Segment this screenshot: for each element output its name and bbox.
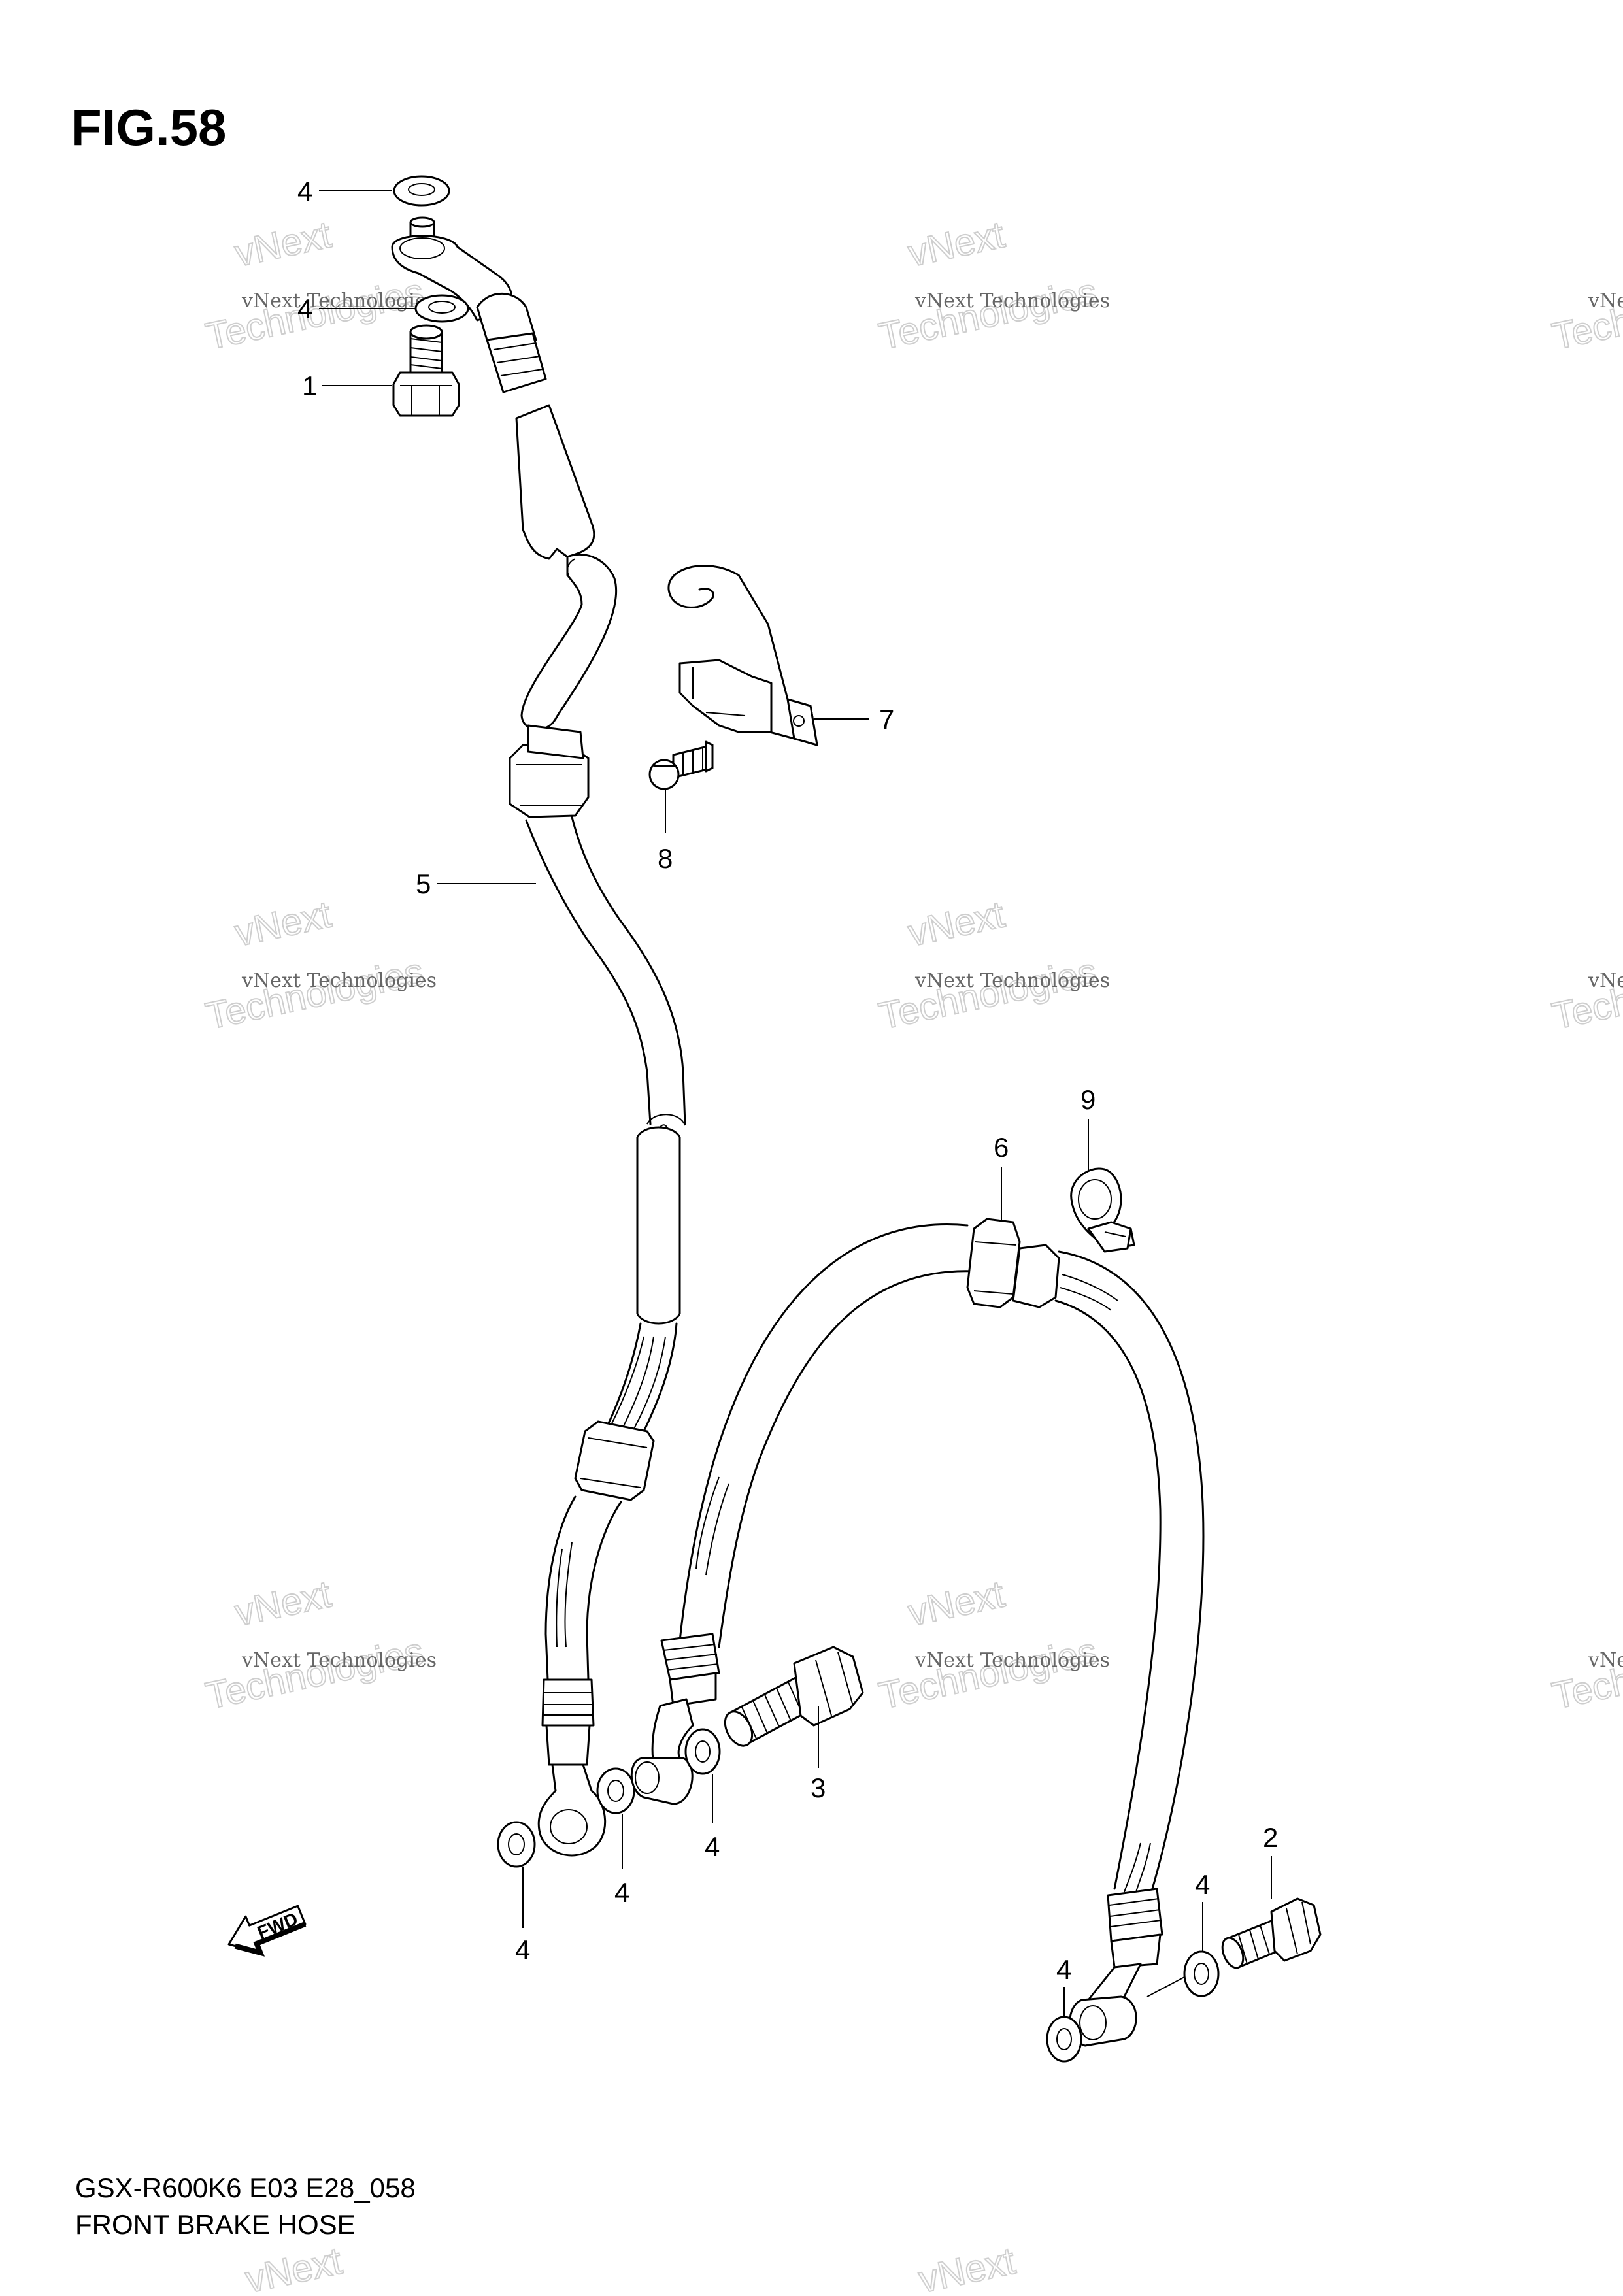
callout-bolt-2: 2 bbox=[1263, 1822, 1278, 1853]
watermark-tile: vNext bbox=[241, 2239, 346, 2296]
figure-caption: FRONT BRAKE HOSE bbox=[75, 2209, 356, 2240]
washer-top bbox=[393, 175, 450, 207]
hose-bracket-7 bbox=[667, 565, 818, 746]
screw-8 bbox=[648, 740, 714, 790]
callout-washer-bolt2: 4 bbox=[1195, 1869, 1210, 1900]
watermark-tile: vNext Technologies vNext Technologies bbox=[875, 1572, 1110, 1718]
washer-bolt2 bbox=[1183, 1950, 1220, 1997]
callout-washer-bolt3: 4 bbox=[705, 1831, 720, 1862]
watermark-small: vNext Technologies bbox=[1588, 1649, 1623, 1672]
callout-screw-8: 8 bbox=[658, 843, 673, 874]
watermark-small: vNext Technologies bbox=[241, 969, 437, 992]
watermark-tile: vNext bbox=[914, 2239, 1020, 2296]
banjo-bolt-3 bbox=[724, 1646, 864, 1747]
direction-arrow: FWD bbox=[227, 1905, 307, 1957]
washer-lower-right bbox=[1046, 2016, 1082, 2063]
watermark-big: vNext bbox=[231, 893, 335, 954]
callout-washer-top: 4 bbox=[297, 176, 312, 207]
watermark-small: vNext Technologies bbox=[1588, 969, 1623, 992]
watermark-big: Technologies bbox=[875, 950, 1101, 1038]
watermark-tile: Technologies vNext Technologies bbox=[1548, 950, 1623, 1039]
washer-upper-second bbox=[414, 294, 469, 323]
watermark-small: vNext Technologies bbox=[914, 290, 1110, 312]
callout-washer-upper: 4 bbox=[297, 293, 312, 324]
watermark-tile: vNext Technologies vNext Technologies bbox=[875, 212, 1110, 358]
watermark-tile: vNext Technologies vNext Technologies bbox=[201, 1572, 437, 1718]
watermark-small: vNext Technologies bbox=[914, 1649, 1110, 1672]
watermark-tile: vNext Technologies vNext Technologies bbox=[201, 212, 437, 358]
callout-clamp-9: 9 bbox=[1080, 1084, 1096, 1115]
callout-bracket-7: 7 bbox=[879, 704, 894, 735]
watermark-big: Technologies bbox=[202, 271, 427, 358]
watermark-big: vNext bbox=[905, 1572, 1009, 1634]
banjo-bolt-1 bbox=[392, 324, 460, 417]
callout-bolt-1: 1 bbox=[302, 371, 317, 401]
watermark-tile: Technologies vNext Technologies bbox=[1548, 270, 1623, 359]
figure-title: FIG.58 bbox=[71, 99, 226, 156]
watermark-big: vNext bbox=[905, 893, 1009, 954]
hose-clamp-9 bbox=[1070, 1167, 1135, 1253]
watermark-big: vNext bbox=[231, 1572, 335, 1634]
callout-washer-lower-right: 4 bbox=[1056, 1954, 1071, 1985]
watermark-big: Technologies bbox=[1548, 271, 1623, 358]
callout-hose-5: 5 bbox=[416, 869, 431, 899]
leader-lines bbox=[319, 190, 1272, 2017]
callout-washer-mid: 4 bbox=[614, 1877, 629, 1908]
callout-labels: 4 4 1 7 8 5 9 6 3 4 4 4 2 4 4 bbox=[297, 176, 1278, 1985]
watermark-big: Technologies bbox=[875, 271, 1101, 358]
watermark-small: vNext Technologies bbox=[914, 969, 1110, 992]
callout-bolt-3: 3 bbox=[811, 1772, 826, 1803]
callout-hose-6: 6 bbox=[994, 1132, 1009, 1163]
watermark-tile: vNext Technologies vNext Technologies bbox=[201, 892, 437, 1038]
washer-bolt3 bbox=[684, 1728, 721, 1775]
watermark-small: vNext Technologies bbox=[241, 1649, 437, 1672]
washer-lower-left bbox=[497, 1821, 536, 1868]
washer-lower-mid bbox=[596, 1767, 635, 1814]
watermark-tile: Technologies vNext Technologies bbox=[1548, 1629, 1623, 1718]
watermark-big: vNext bbox=[242, 2240, 346, 2296]
watermark-big: vNext bbox=[905, 213, 1009, 275]
upper-banjo-fitting bbox=[391, 216, 547, 393]
watermark-big: vNext bbox=[231, 213, 335, 275]
watermark-big: Technologies bbox=[202, 950, 427, 1038]
model-code: GSX-R600K6 E03 E28_058 bbox=[75, 2172, 416, 2203]
watermark-big: Technologies bbox=[1548, 950, 1623, 1038]
callout-washer-left: 4 bbox=[515, 1935, 530, 1965]
watermark-big: Technologies bbox=[1548, 1630, 1623, 1718]
banjo-bolt-2 bbox=[1221, 1897, 1322, 1969]
brake-hose-5 bbox=[509, 404, 686, 1857]
watermark-tile: vNext Technologies vNext Technologies bbox=[875, 892, 1110, 1038]
watermark-big: vNext bbox=[915, 2240, 1019, 2296]
watermark-small: vNext Technologies bbox=[1588, 290, 1623, 312]
watermark-layer: vNext Technologies vNext Technologies vN… bbox=[201, 212, 1623, 2296]
watermark-big: Technologies bbox=[875, 1630, 1101, 1718]
watermark-big: Technologies bbox=[202, 1630, 427, 1718]
